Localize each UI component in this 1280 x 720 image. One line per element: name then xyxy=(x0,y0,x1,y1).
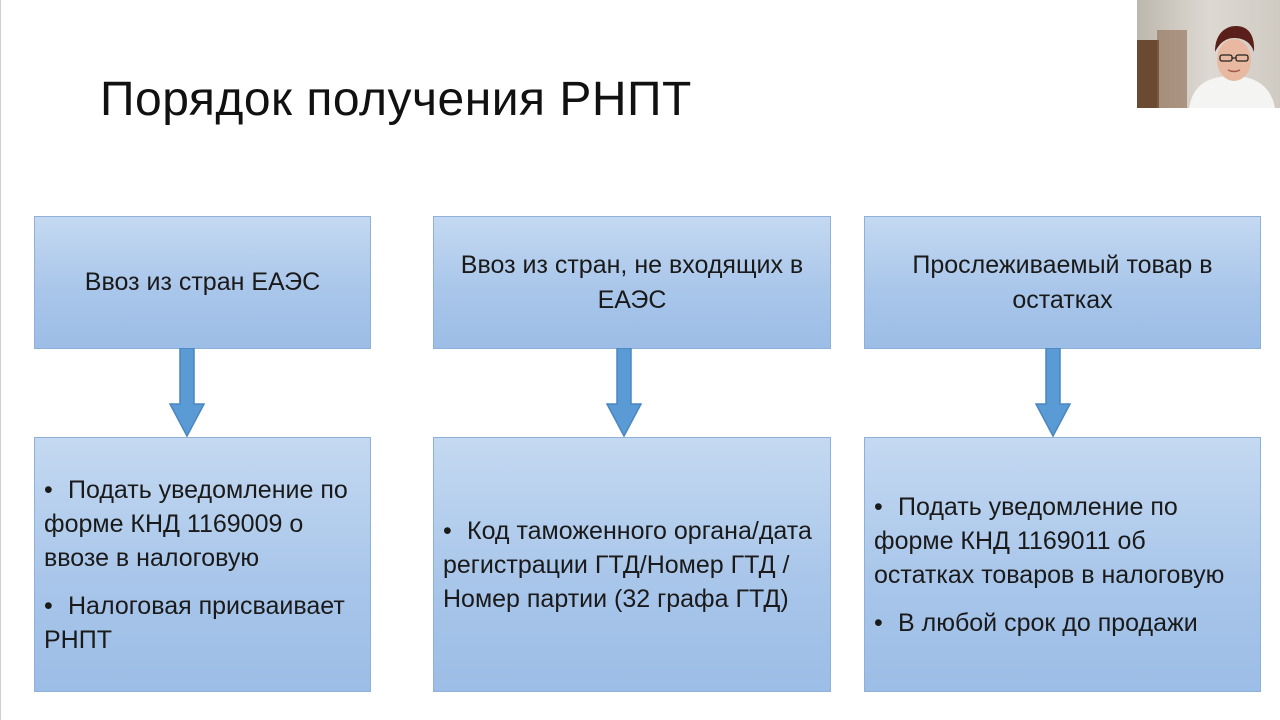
detail-box-stock: •Подать уведомление по форме КНД 1169011… xyxy=(864,437,1261,692)
header-text: Ввоз из стран ЕАЭС xyxy=(84,268,321,296)
list-item: • В любой срок до продажи xyxy=(874,606,1252,640)
bullet-text: Подать уведомление по форме КНД 1169009 … xyxy=(44,475,348,572)
bullet-text: Код таможенного органа/дата регистрации … xyxy=(443,516,812,613)
header-box-non-eaeu: Ввоз из стран, не входящих в ЕАЭС xyxy=(433,216,831,349)
presenter-webcam xyxy=(1137,0,1280,108)
down-arrow-icon xyxy=(1035,348,1071,438)
down-arrow-icon xyxy=(606,348,642,438)
header-text: Ввоз из стран, не входящих в ЕАЭС xyxy=(460,250,804,314)
bullet-text: Налоговая присваивает РНПТ xyxy=(44,591,345,654)
header-text: Прослеживаемый товар в остатках xyxy=(912,250,1213,314)
detail-box-eaeu: •Подать уведомление по форме КНД 1169009… xyxy=(34,437,371,692)
bullet-dot-icon: • xyxy=(874,608,883,637)
list-item: •Подать уведомление по форме КНД 1169011… xyxy=(874,490,1252,592)
list-item: •Подать уведомление по форме КНД 1169009… xyxy=(44,473,362,575)
header-box-eaeu: Ввоз из стран ЕАЭС xyxy=(34,216,371,349)
bullet-text: Подать уведомление по форме КНД 1169011 … xyxy=(874,492,1225,589)
down-arrow-icon xyxy=(169,348,205,438)
list-item: •Налоговая присваивает РНПТ xyxy=(44,589,362,657)
list-item: •Код таможенного органа/дата регистрации… xyxy=(443,514,822,616)
slide-title: Порядок получения РНПТ xyxy=(100,73,692,126)
bullet-dot-icon: • xyxy=(44,591,53,620)
bullet-text: В любой срок до продажи xyxy=(898,608,1198,637)
header-box-stock: Прослеживаемый товар в остатках xyxy=(864,216,1261,349)
bullet-dot-icon: • xyxy=(443,516,452,545)
bullet-dot-icon: • xyxy=(44,475,53,504)
presenter-webcam-icon xyxy=(1137,0,1280,108)
bullet-dot-icon: • xyxy=(874,492,883,521)
detail-box-non-eaeu: •Код таможенного органа/дата регистрации… xyxy=(433,437,831,692)
